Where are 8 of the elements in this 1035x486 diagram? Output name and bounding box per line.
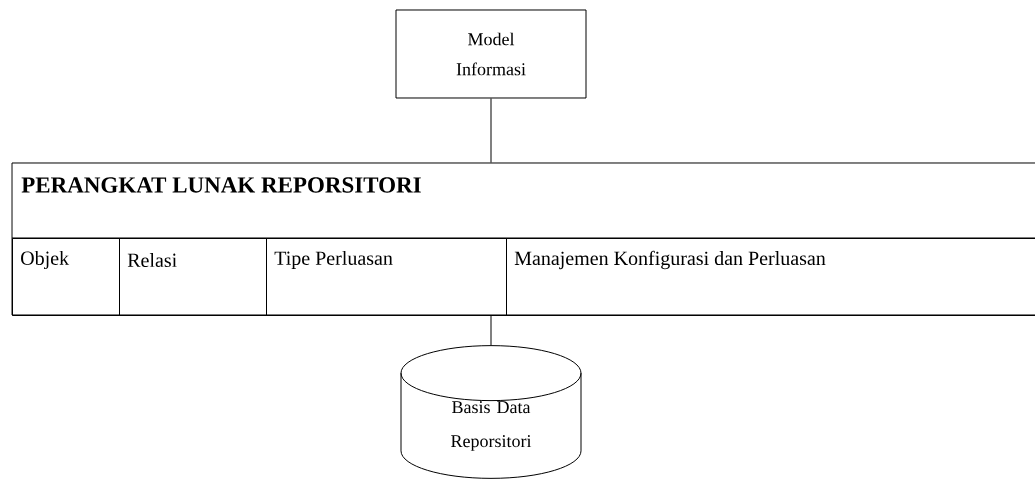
table-cell: Relasi xyxy=(119,238,267,316)
connector-line xyxy=(490,98,492,163)
database-cylinder: Basis Data Reporsitori xyxy=(400,345,582,479)
connector-line xyxy=(490,315,492,346)
table-cell: Tipe Perluasan xyxy=(266,238,507,316)
table-cell: Manajemen Konfigurasi dan Perluasan xyxy=(506,238,1035,316)
table-cell: Objek xyxy=(12,238,120,316)
process-box: Model Informasi xyxy=(395,9,587,99)
